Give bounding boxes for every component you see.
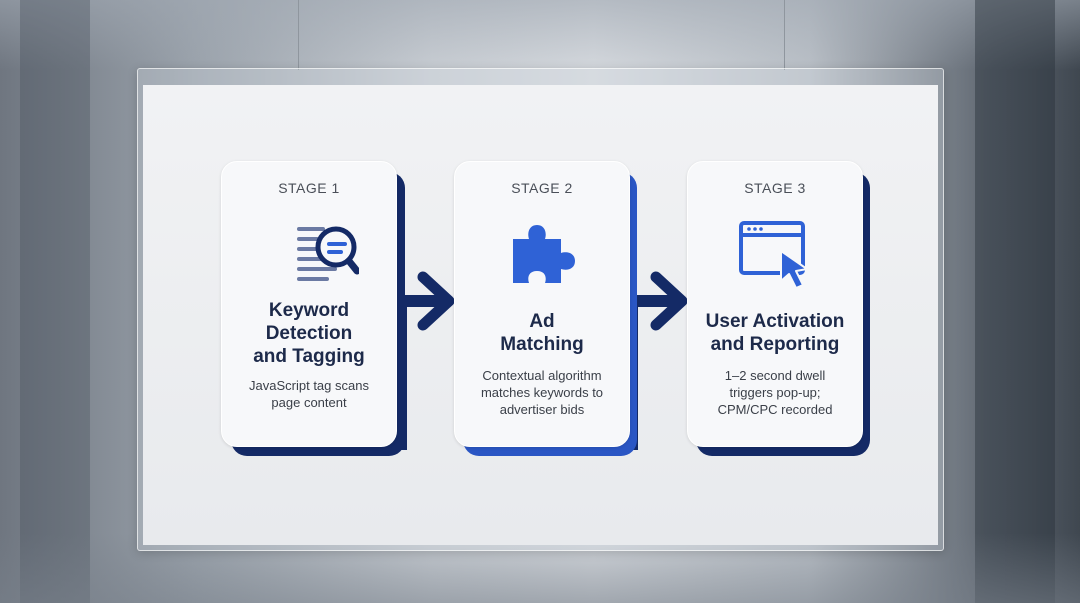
stage-description-line: triggers pop-up; [729, 385, 821, 400]
stage-description-line: advertiser bids [499, 402, 585, 417]
stage-description: Contextual algorithm matches keywords to… [465, 367, 619, 418]
stage-description-line: page content [271, 395, 347, 410]
stage-title: Keyword Detection and Tagging [228, 299, 390, 368]
stage-title-line: Keyword [268, 300, 350, 321]
stage-description: 1–2 second dwell triggers pop-up; CPM/CP… [698, 367, 852, 418]
stage-title-line: User Activation [705, 311, 845, 332]
background-ceiling [0, 0, 1080, 70]
background-column-left [20, 0, 90, 603]
stage-description: JavaScript tag scans page content [232, 377, 386, 411]
stage-description-line: JavaScript tag scans [249, 378, 369, 393]
stage-description-line: matches keywords to [480, 385, 604, 400]
browser-cursor-icon [688, 217, 862, 292]
stage-description-line: Contextual algorithm [482, 368, 602, 383]
stage-description-line: CPM/CPC recorded [717, 402, 833, 417]
stage-title: User Activation and Reporting [694, 310, 856, 356]
magnifier-over-text-icon [222, 217, 396, 292]
stage-card-2: STAGE 2 Ad Matching Contextual algorithm… [454, 161, 630, 447]
puzzle-piece-icon [455, 217, 629, 292]
background-column-right [975, 0, 1055, 603]
hanging-wire-right [784, 0, 785, 70]
stage-label: STAGE 2 [511, 180, 573, 196]
stage-title-line: and Reporting [710, 334, 840, 355]
stage-card-3: STAGE 3 User Activation and Reporting 1–… [687, 161, 863, 447]
hanging-wire-left [298, 0, 299, 70]
stage-title: Ad Matching [461, 310, 623, 356]
stage-description-line: 1–2 second dwell [724, 368, 826, 383]
stage-label: STAGE 1 [278, 180, 340, 196]
stage-title-line: Ad [529, 311, 555, 332]
stage-card-1: STAGE 1 Keyword Detection and Tagging Ja… [221, 161, 397, 447]
stage-title-line: Matching [500, 334, 584, 355]
stage-label: STAGE 3 [744, 180, 806, 196]
stage-title-line: and Tagging [253, 346, 365, 367]
stage-title-line: Detection [265, 323, 353, 344]
